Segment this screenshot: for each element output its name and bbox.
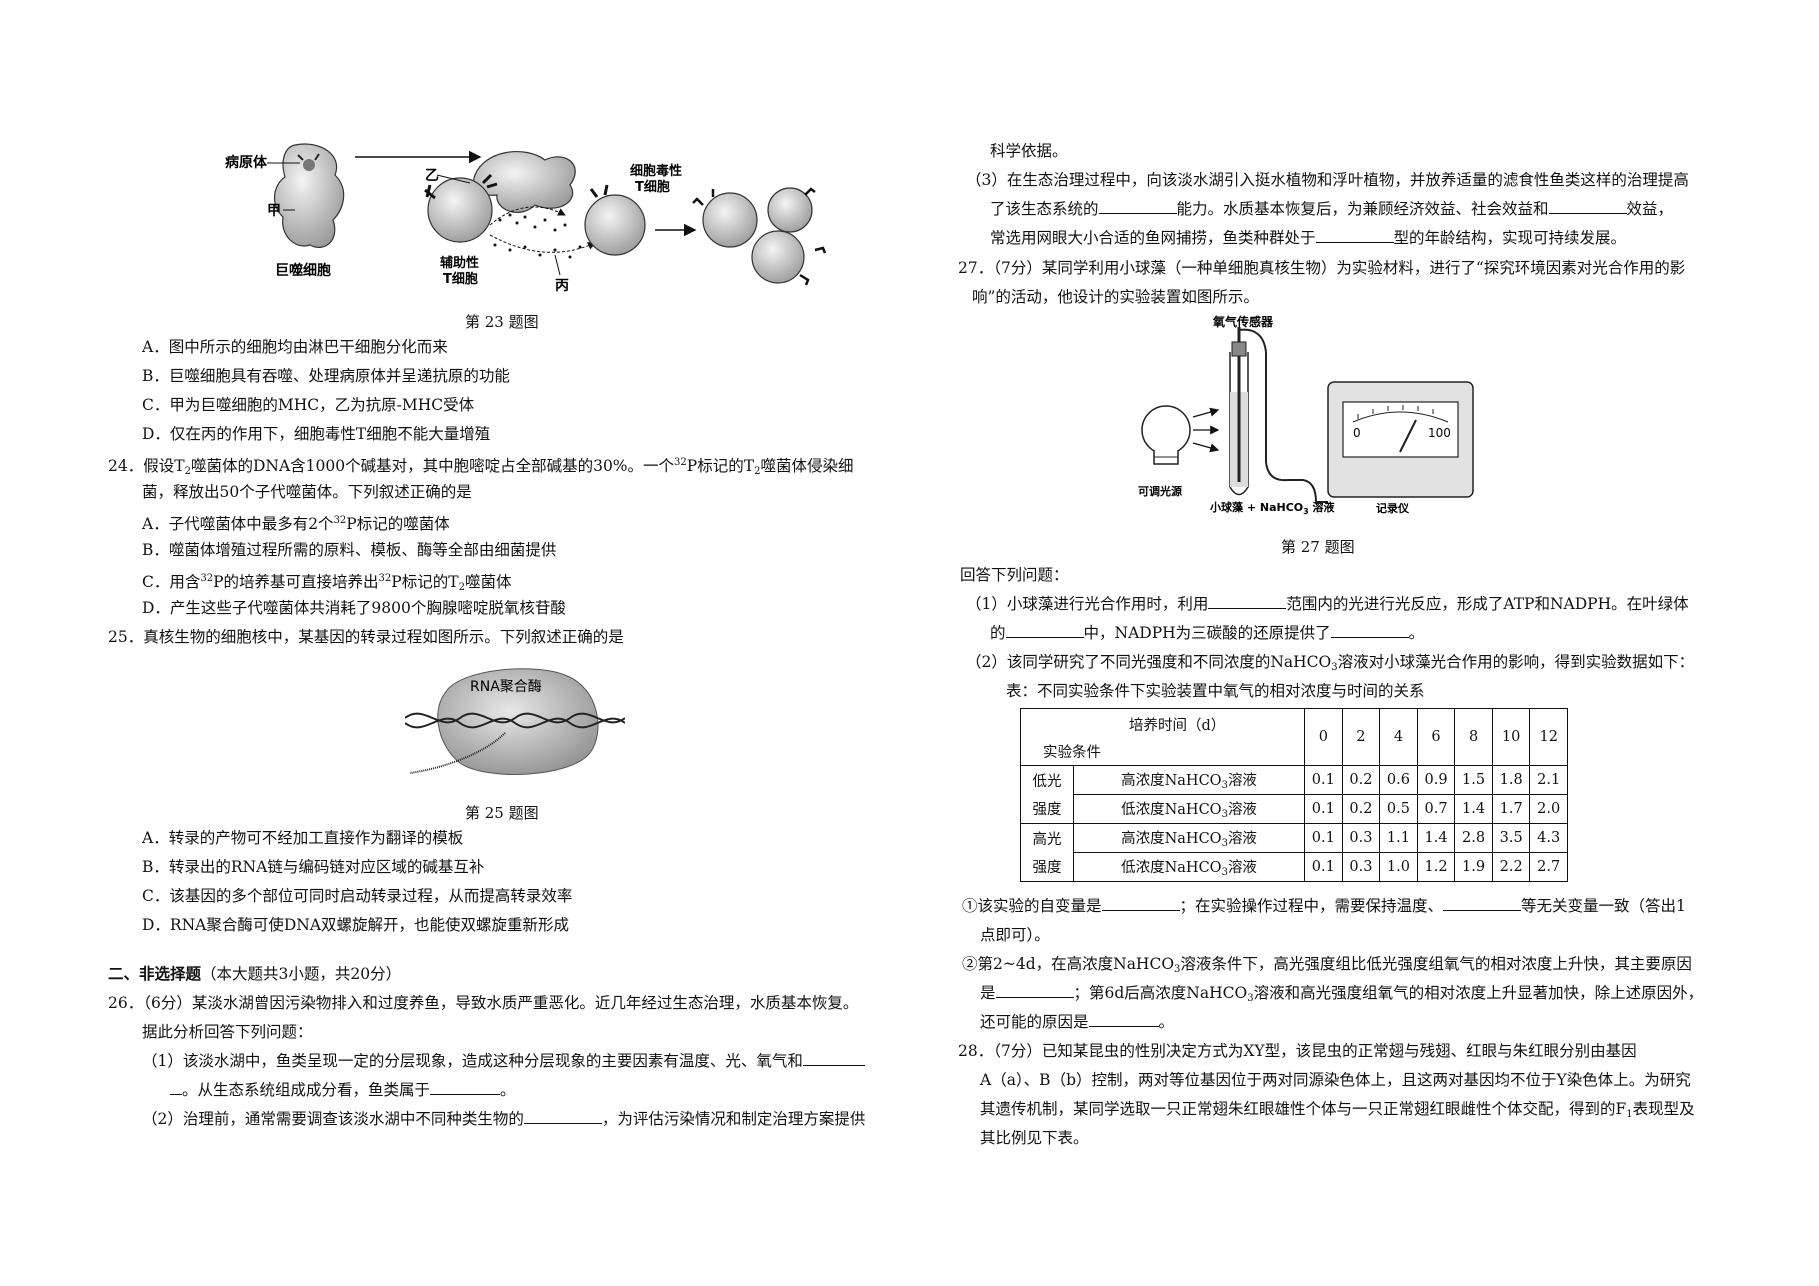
figure-27-apparatus: 氧气传感器 可调光源 小球藻 + NaHCO3 溶液 0 100 记录仪 — [1138, 314, 1474, 516]
q25-option-d: D．RNA聚合酶可使DNA双螺旋解开，也能使双螺旋重新形成 — [142, 916, 570, 934]
q27-sub1-line1: ①该实验的自变量是；在实验操作过程中，需要保持温度、等无关变量一致（答出1 — [962, 897, 1686, 915]
q25-option-c: C．该基因的多个部位可同时启动转录过程，从而提高转录效率 — [142, 887, 573, 905]
q27-sub2-line3: 还可能的原因是。 — [980, 1013, 1175, 1031]
label-yi: 乙 — [425, 168, 439, 184]
q23-option-c: C．甲为巨噬细胞的MHC，乙为抗原-MHC受体 — [142, 396, 475, 414]
q26-stem-line2: 据此分析回答下列问题： — [142, 1023, 313, 1041]
label-jia: 甲 — [267, 203, 281, 219]
q28-line2: A（a）、B（b）控制，两对等位基因位于两对同源染色体上，且这两对基因均不位于Y… — [980, 1071, 1691, 1089]
day-0: 0 — [1304, 708, 1343, 766]
figure-23-caption: 第 23 题图 — [465, 313, 539, 331]
q28-line1: 28．（7分）已知某昆虫的性别决定方式为XY型，该昆虫的正常翅与残翅、红眼与朱红… — [958, 1042, 1637, 1060]
q27-part2-line1: （2）该同学研究了不同光强度和不同浓度的NaHCO3溶液对小球藻光合作用的影响，… — [966, 653, 1695, 673]
q24-option-a: A．子代噬菌体中最多有2个32P标记的噬菌体 — [142, 515, 450, 533]
table-row: 强度 低浓度NaHCO3溶液 0.1 0.3 1.0 1.2 1.9 2.2 2… — [1020, 852, 1568, 882]
q24-option-c: C．用含32P的培养基可直接培养出32P标记的T2噬菌体 — [142, 573, 512, 593]
label-macrophage: 巨噬细胞 — [275, 262, 331, 279]
day-4: 4 — [1379, 708, 1418, 766]
dial-min: 0 — [1353, 426, 1361, 440]
figure-23-immune-diagram: 病原体 甲 巨噬细胞 乙 辅助性 T细胞 丙 细胞毒性 T细胞 — [225, 143, 827, 294]
dial-max: 100 — [1428, 426, 1451, 440]
q26-part2-line1: （2）治理前，通常需要调查该淡水湖中不同种类生物的，为评估污染情况和制定治理方案… — [142, 1110, 866, 1128]
q27-sub2-line1: ②第2~4d，在高浓度NaHCO3溶液条件下，高光强度组比低光强度组氧气的相对浓… — [962, 955, 1692, 975]
bulb-shape — [1141, 405, 1191, 455]
label-tube: 小球藻 + NaHCO3 溶液 — [1209, 500, 1336, 516]
q26-part3-line3: 常选用网眼大小合适的鱼网捕捞，鱼类种群处于型的年龄结构，实现可持续发展。 — [990, 229, 1627, 247]
q28-line3: 其遗传机制，某同学选取一只正常翅朱红眼雄性个体与一只正常翅红眼雌性个体交配，得到… — [980, 1100, 1695, 1120]
q28-line4: 其比例见下表。 — [980, 1129, 1089, 1147]
label-helper: 辅助性 — [440, 255, 479, 271]
q26-part1-line2: 。从生态系统组成成分看，鱼类属于。 — [170, 1080, 516, 1100]
label-bing: 丙 — [555, 278, 569, 294]
q27-answer-intro: 回答下列问题： — [960, 566, 1069, 584]
rna-polymerase-label: RNA聚合酶 — [470, 679, 542, 695]
q25-option-a: A．转录的产物可不经加工直接作为翻译的模板 — [142, 829, 464, 847]
table-header-row: 培养时间（d） 实验条件 0 2 4 6 8 10 12 — [1019, 708, 1568, 766]
oxygen-data-table: 培养时间（d） 实验条件 0 2 4 6 8 10 12 低光 高浓度NaHCO… — [1019, 708, 1568, 882]
table-row: 强度 低浓度NaHCO3溶液 0.1 0.2 0.5 0.7 1.4 1.7 2… — [1020, 794, 1568, 824]
q27-part1-line2: 的中，NADPH为三碳酸的还原提供了。 — [990, 624, 1425, 642]
q23-option-d: D．仅在丙的作用下，细胞毒性T细胞不能大量增殖 — [142, 425, 491, 443]
q25-option-b: B．转录出的RNA链与编码链对应区域的碱基互补 — [142, 858, 485, 876]
header-condition: 实验条件 — [1043, 745, 1101, 761]
macrophage-shape — [274, 143, 345, 248]
q26-part3-line2: 了该生态系统的能力。水质基本恢复后，为兼顾经济效益、社会效益和效益， — [990, 200, 1674, 218]
figure-27-caption: 第 27 题图 — [1281, 538, 1355, 556]
q27-stem-line2: 响”的活动，他设计的实验装置如图所示。 — [972, 288, 1259, 306]
table-title: 表：不同实验条件下实验装置中氧气的相对浓度与时间的关系 — [1006, 682, 1425, 700]
table-header-corner: 培养时间（d） 实验条件 — [1019, 708, 1306, 766]
label-helper-t: T细胞 — [443, 271, 478, 287]
q26-part1-line1: （1）该淡水湖中，鱼类呈现一定的分层现象，造成这种分层现象的主要因素有温度、光、… — [142, 1051, 865, 1071]
day-6: 6 — [1416, 708, 1456, 766]
label-oxygen-sensor: 氧气传感器 — [1212, 314, 1274, 329]
q24-option-b: B．噬菌体增殖过程所需的原料、模板、酶等全部由细菌提供 — [142, 541, 557, 559]
label-cytotoxic-t: T细胞 — [635, 179, 670, 195]
q24-stem-line1: 24．假设T2噬菌体的DNA含1000个碱基对，其中胞嘧啶占全部碱基的30%。一… — [108, 457, 854, 477]
header-time: 培养时间（d） — [1129, 718, 1226, 734]
table-row: 低光 高浓度NaHCO3溶液 0.1 0.2 0.6 0.9 1.5 1.8 2… — [1020, 765, 1568, 795]
day-8: 8 — [1454, 708, 1493, 766]
q26-stem-line1: 26．（6分）某淡水湖曾因污染物排入和过度养鱼，导致水质严重恶化。近几年经过生态… — [108, 994, 859, 1012]
q27-sub1-line2: 点即可）。 — [980, 926, 1050, 944]
figure-25-caption: 第 25 题图 — [465, 804, 539, 822]
q23-option-a: A．图中所示的细胞均由淋巴干细胞分化而来 — [142, 338, 448, 356]
q26-part3-line1: （3）在生态治理过程中，向该淡水湖引入挺水植物和浮叶植物，并放养适量的滤食性鱼类… — [966, 171, 1689, 189]
q24-stem-line2: 菌，释放出50个子代噬菌体。下列叙述正确的是 — [142, 483, 472, 501]
section-2-heading: 二、非选择题（本大题共3小题，共20分） — [108, 964, 402, 983]
q27-sub2-line2: 是；第6d后高浓度NaHCO3溶液和高光强度组氧气的相对浓度上升显著加快，除上述… — [980, 984, 1704, 1004]
day-10: 10 — [1491, 708, 1531, 766]
label-pathogen: 病原体 — [225, 154, 268, 171]
day-12: 12 — [1529, 708, 1568, 766]
label-recorder: 记录仪 — [1376, 502, 1410, 515]
q27-stem-line1: 27．（7分）某同学利用小球藻（一种单细胞真核生物）为实验材料，进行了“探究环境… — [958, 259, 1686, 277]
day-2: 2 — [1341, 708, 1381, 766]
label-light-source: 可调光源 — [1138, 484, 1182, 498]
q26-part2-line2: 科学依据。 — [990, 142, 1068, 160]
q23-option-b: B．巨噬细胞具有吞噬、处理病原体并呈递抗原的功能 — [142, 367, 510, 385]
q25-stem: 25．真核生物的细胞核中，某基因的转录过程如图所示。下列叙述正确的是 — [108, 628, 624, 646]
figure-25-transcription: RNA聚合酶 — [405, 668, 625, 775]
table-row: 高光 高浓度NaHCO3溶液 0.1 0.3 1.1 1.4 2.8 3.5 4… — [1020, 823, 1568, 853]
q27-part1-line1: （1）小球藻进行光合作用时，利用范围内的光进行光反应，形成了ATP和NADPH。… — [966, 595, 1689, 613]
label-cytotoxic: 细胞毒性 — [630, 163, 682, 179]
q24-option-d: D．产生这些子代噬菌体共消耗了9800个胸腺嘧啶脱氧核苷酸 — [142, 599, 566, 617]
